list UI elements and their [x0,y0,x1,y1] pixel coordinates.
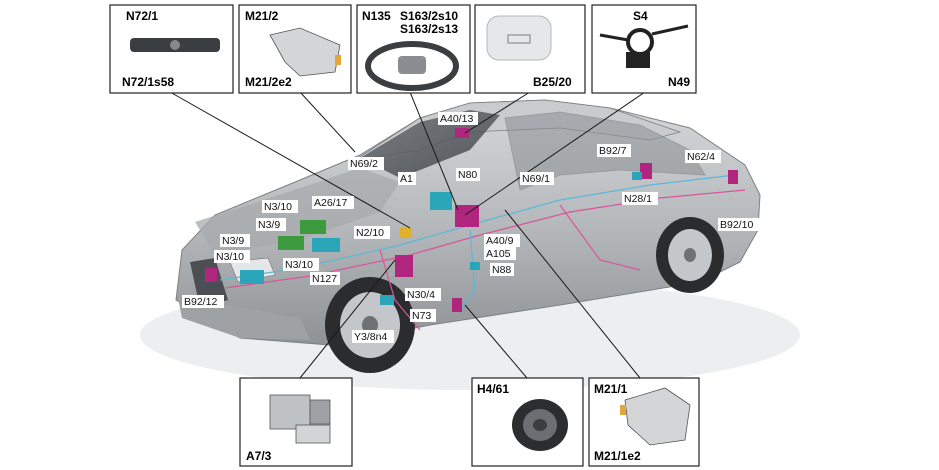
svg-text:A40/9: A40/9 [486,235,514,247]
callout-n3-10-b: N3/10 [214,250,250,263]
inset-n72-1: N72/1 N72/1s58 [109,4,234,94]
callout-n3-10-c: N3/10 [283,258,319,271]
svg-text:B92/12: B92/12 [184,296,217,308]
svg-text:N3/10: N3/10 [264,201,292,213]
svg-text:N30/4: N30/4 [407,289,435,301]
svg-text:A40/13: A40/13 [440,113,473,125]
callout-a40-13: A40/13 [438,112,478,125]
callout-n80: N80 [456,168,480,181]
svg-text:N62/4: N62/4 [687,151,715,163]
callout-b92-12: B92/12 [182,295,224,308]
svg-text:M21/1e2: M21/1e2 [594,449,641,463]
svg-text:N69/2: N69/2 [350,158,378,170]
sensor-pad-icon [486,15,552,61]
callout-n73: N73 [410,309,436,322]
inset-n135: N135 S163/2s10 S163/2s13 [356,4,471,94]
inset-a7-3: A7/3 [239,377,353,467]
svg-text:B25/20: B25/20 [533,75,572,89]
svg-text:N72/1: N72/1 [126,9,158,23]
callout-n69-2: N69/2 [348,157,384,170]
inset-leader-lines [169,91,646,379]
hydraulic-unit-icon [269,394,331,444]
inset-m21-2: M21/2 M21/2e2 [238,4,352,94]
svg-text:S4: S4 [633,9,648,23]
front-bumper [178,298,310,340]
inset-s4: S4 N49 [591,4,697,94]
inset-b25-20: B25/20 [474,4,586,94]
callout-n88: N88 [490,263,514,276]
side-mirror-icon [624,387,691,446]
callout-n30-4: N30/4 [405,288,441,301]
svg-text:N135: N135 [362,9,391,23]
callout-n3-9-b: N3/9 [220,234,250,247]
svg-text:N3/9: N3/9 [222,235,244,247]
control-modules [205,128,738,312]
steering-wheel-icon [365,41,459,91]
svg-text:A26/17: A26/17 [314,197,347,209]
callout-n3-10-a: N3/10 [262,200,298,213]
svg-text:A105: A105 [486,248,511,260]
svg-text:N3/9: N3/9 [258,219,280,231]
svg-text:M21/1: M21/1 [594,382,628,396]
svg-text:N28/1: N28/1 [624,193,652,205]
svg-text:N88: N88 [492,264,511,276]
svg-text:N72/1s58: N72/1s58 [122,75,174,89]
callout-y3-8n4: Y3/8n4 [352,330,394,343]
svg-text:N3/10: N3/10 [216,251,244,263]
callout-a105: A105 [484,247,516,260]
side-mirror-icon [269,27,341,77]
svg-text:H4/61: H4/61 [477,382,509,396]
svg-text:N69/1: N69/1 [522,173,550,185]
callout-b92-7: B92/7 [597,144,631,157]
callout-n28-1: N28/1 [622,192,658,205]
callout-n127: N127 [310,272,340,285]
svg-text:N2/10: N2/10 [356,227,384,239]
svg-text:S163/2s10: S163/2s10 [400,9,458,23]
svg-text:Y3/8n4: Y3/8n4 [354,331,387,343]
svg-text:A1: A1 [400,173,413,185]
svg-text:M21/2: M21/2 [245,9,279,23]
callout-n62-4: N62/4 [685,150,721,163]
windshield [360,110,500,178]
svg-text:M21/2e2: M21/2e2 [245,75,292,89]
inset-h4-61: H4/61 [471,377,584,467]
callout-b92-10: B92/10 [718,218,760,231]
callout-a40-9: A40/9 [484,234,520,247]
inset-m21-1: M21/1 M21/1e2 [588,377,700,467]
svg-text:N127: N127 [312,273,337,285]
svg-text:A7/3: A7/3 [246,449,272,463]
rear-wheel [656,217,724,293]
svg-text:S163/2s13: S163/2s13 [400,22,458,36]
svg-text:N49: N49 [668,75,690,89]
callout-a1: A1 [398,172,416,185]
svg-text:N80: N80 [458,169,477,181]
callout-a26-17: A26/17 [312,196,354,209]
callout-n3-9-a: N3/9 [256,218,286,231]
svg-text:N73: N73 [412,310,431,322]
callout-n69-1: N69/1 [520,172,554,185]
svg-text:B92/10: B92/10 [720,219,753,231]
svg-text:B92/7: B92/7 [599,145,627,157]
svg-text:N3/10: N3/10 [285,259,313,271]
callout-labels: A40/13 N69/2 A1 N80 N69/1 B92/7 N62/4 N2… [182,112,760,343]
callout-n2-10: N2/10 [354,226,390,239]
